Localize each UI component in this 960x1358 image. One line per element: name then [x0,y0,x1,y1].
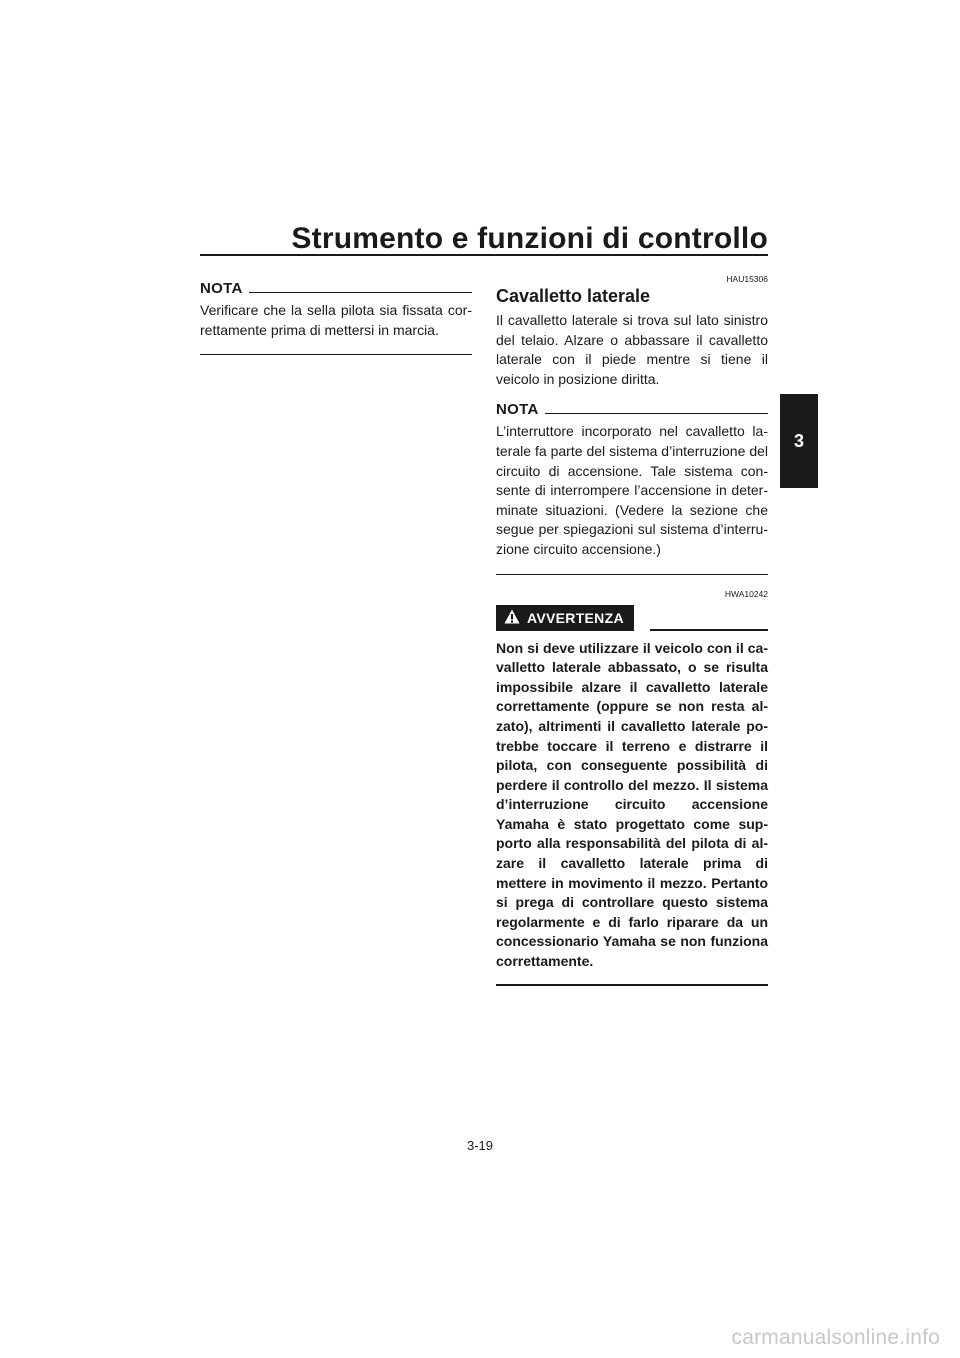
note-header: NOTA [200,280,472,297]
note-label: NOTA [200,280,243,297]
note-text: Verificare che la sella pilota sia fissa… [200,302,472,338]
note-header: NOTA [496,401,768,418]
warning-header: AVVERTENZA [496,604,768,631]
warning-label: AVVERTENZA [527,609,624,626]
note-header-rule [248,292,472,293]
page-title: Strumento e funzioni di controllo [291,222,768,255]
warning-text: Non si deve utilizzare il veicolo con il… [496,639,768,970]
section-code: HAU15306 [726,274,768,284]
title-rule [200,254,768,256]
page-number: 3-19 [466,1138,494,1153]
note-header-rule [544,413,768,415]
section-text: Il cavalletto laterale si trova sul lato… [496,312,768,387]
note-text: L’interruttore incorporato nel cavallett… [496,423,768,557]
note-end-rule [496,573,768,575]
warning-header-rule [649,628,768,631]
warning-badge: AVVERTENZA [496,604,634,631]
section-title: Cavalletto laterale [496,286,651,306]
warning-end-rule [496,983,768,986]
note-end-rule [200,354,472,356]
warning-code: HWA10242 [724,588,768,599]
chapter-tab: 3 [780,394,818,488]
warning-triangle-icon [504,609,520,627]
left-column: NOTA Verificare che la sella pilota sia … [200,280,472,356]
watermark[interactable]: carmanualsonline.info [731,1326,940,1349]
note-label: NOTA [496,401,539,419]
right-column: HAU15306 Cavalletto laterale Il cavallet… [496,274,768,986]
